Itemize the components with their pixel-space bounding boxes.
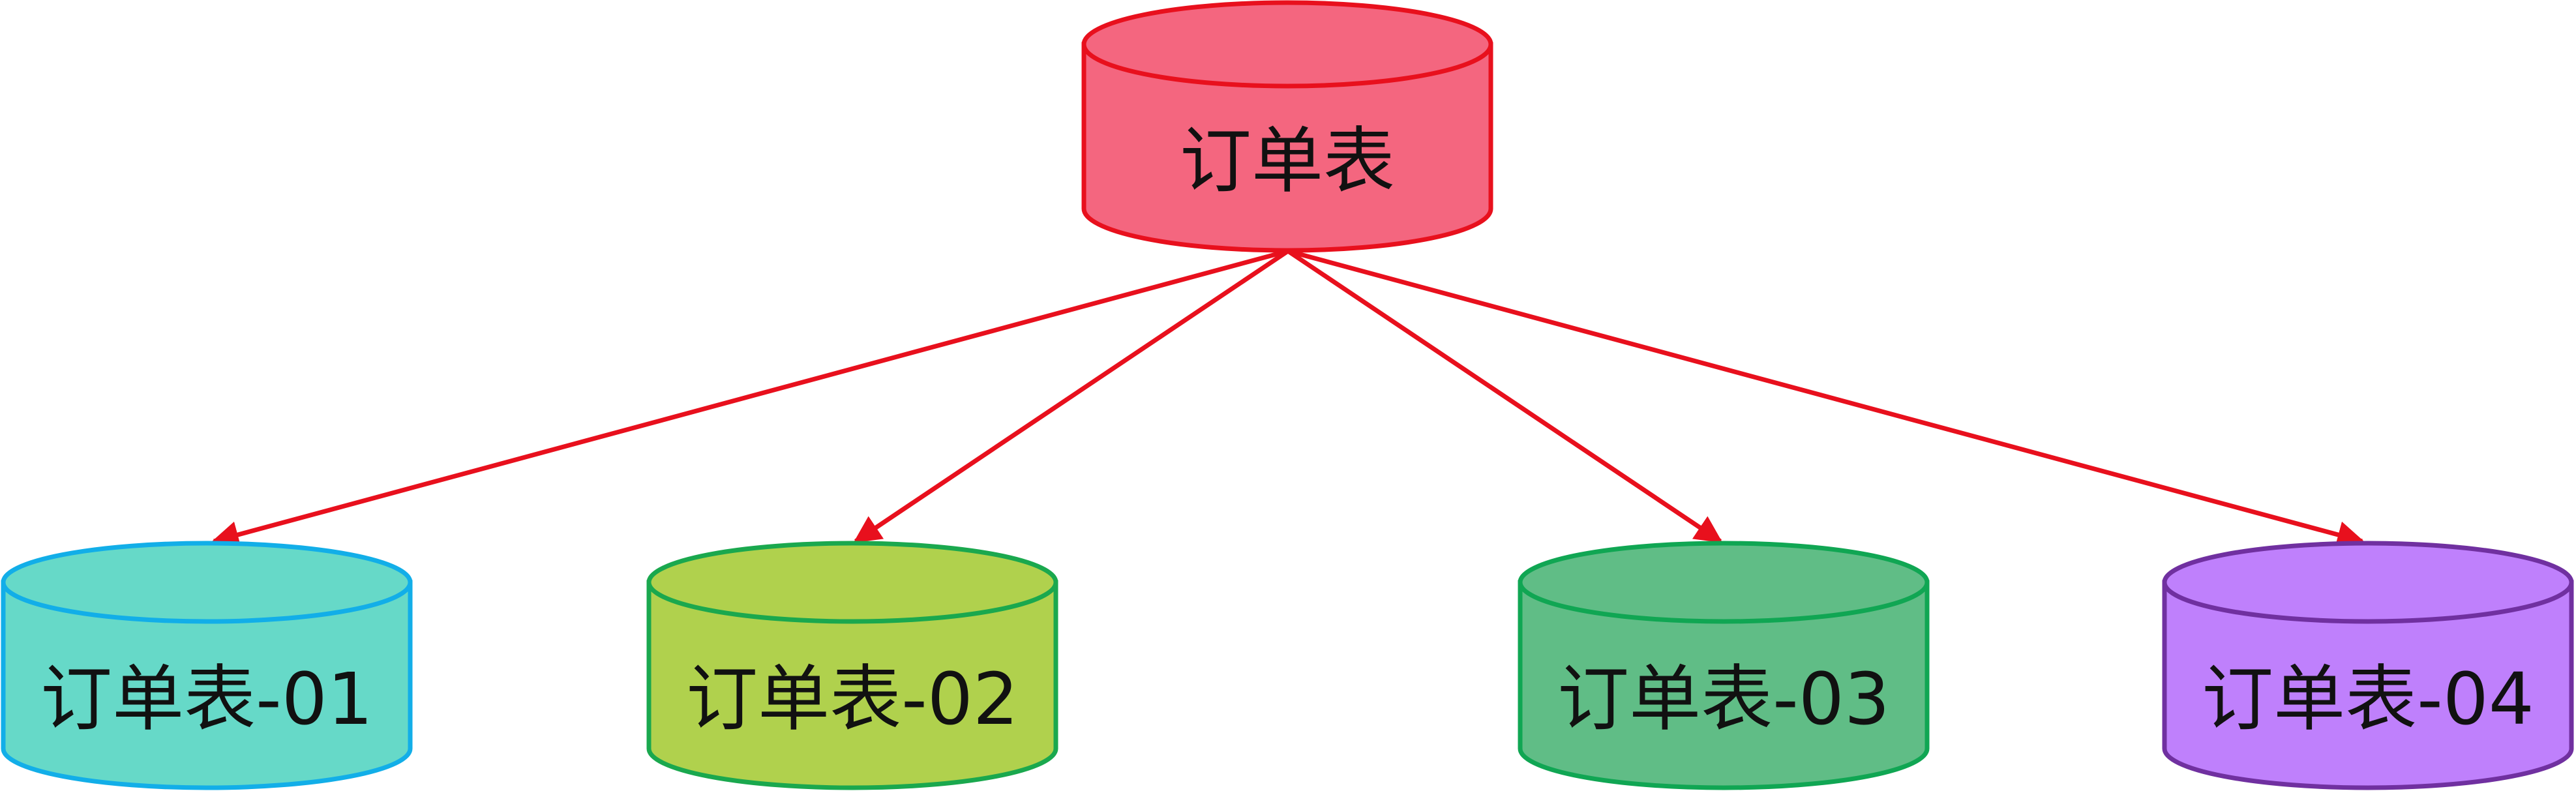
child-table-node-03: 订单表-03 (1518, 541, 1930, 790)
child-cylinder-body (2162, 580, 2574, 790)
child-cylinder-body (1, 580, 413, 790)
root-cylinder-top (1081, 0, 1493, 89)
root-table-node: 订单表 (1081, 0, 1493, 253)
child-cylinder-body (1518, 580, 1930, 790)
child-table-label: 订单表-02 (686, 657, 1019, 741)
child-table-node-04: 订单表-04 (2162, 541, 2574, 790)
edges (211, 248, 2365, 548)
child-table-label: 订单表-03 (1557, 657, 1890, 741)
edge-root-to-01 (211, 248, 1289, 548)
edge-root-to-03 (1287, 249, 1723, 543)
child-table-node-02: 订单表-02 (646, 541, 1058, 790)
child-cylinder-top (1, 541, 413, 624)
root-table-label: 订单表 (1180, 119, 1395, 203)
child-table-node-01: 订单表-01 (1, 541, 413, 790)
child-table-label: 订单表-01 (40, 657, 373, 741)
edge-root-to-04 (1287, 248, 2365, 548)
child-cylinder-body (646, 580, 1058, 790)
root-cylinder-body (1081, 42, 1493, 253)
edge-root-to-02 (853, 249, 1289, 543)
child-table-label: 订单表-04 (2202, 657, 2534, 741)
child-cylinder-top (646, 541, 1058, 624)
child-cylinder-top (1518, 541, 1930, 624)
child-cylinder-top (2162, 541, 2574, 624)
